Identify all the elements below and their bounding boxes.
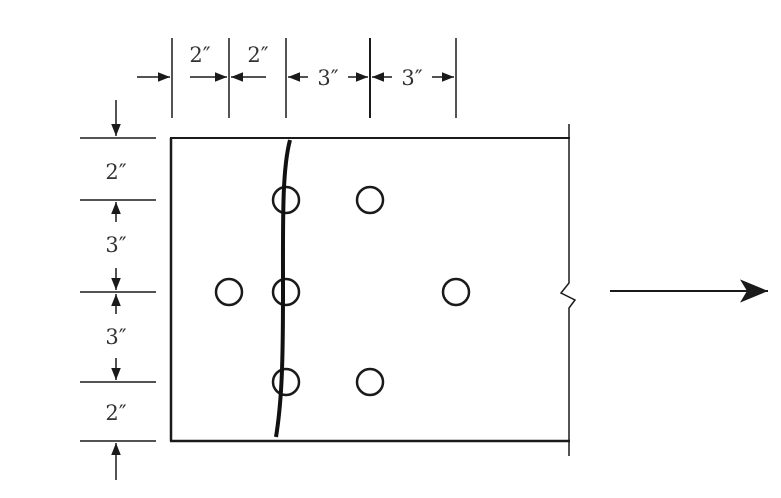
- left-dimension-lines: [80, 137, 156, 442]
- plate: [169, 124, 577, 456]
- bolt-hole: [271, 367, 301, 397]
- dim-label-left: 3″: [105, 325, 126, 349]
- bolt-hole: [214, 277, 244, 307]
- bolt-hole: [441, 277, 471, 307]
- bolt-hole: [271, 277, 301, 307]
- dim-label-top: 3″: [317, 66, 338, 90]
- dim-label-left: 2″: [105, 401, 126, 425]
- bolt-hole: [355, 185, 385, 215]
- bolt-hole: [271, 185, 301, 215]
- dim-label-left: 3″: [105, 233, 126, 257]
- bolt-hole: [355, 367, 385, 397]
- dim-label-top: 2″: [247, 43, 268, 67]
- dim-label-left: 2″: [105, 160, 126, 184]
- plate-break-line: [559, 124, 577, 456]
- dim-label-top: 2″: [189, 43, 210, 67]
- failure-path: [274, 139, 292, 438]
- bolt-holes: [214, 185, 471, 397]
- top-dimension-lines: [171, 38, 457, 118]
- dim-label-top: 3″: [401, 66, 422, 90]
